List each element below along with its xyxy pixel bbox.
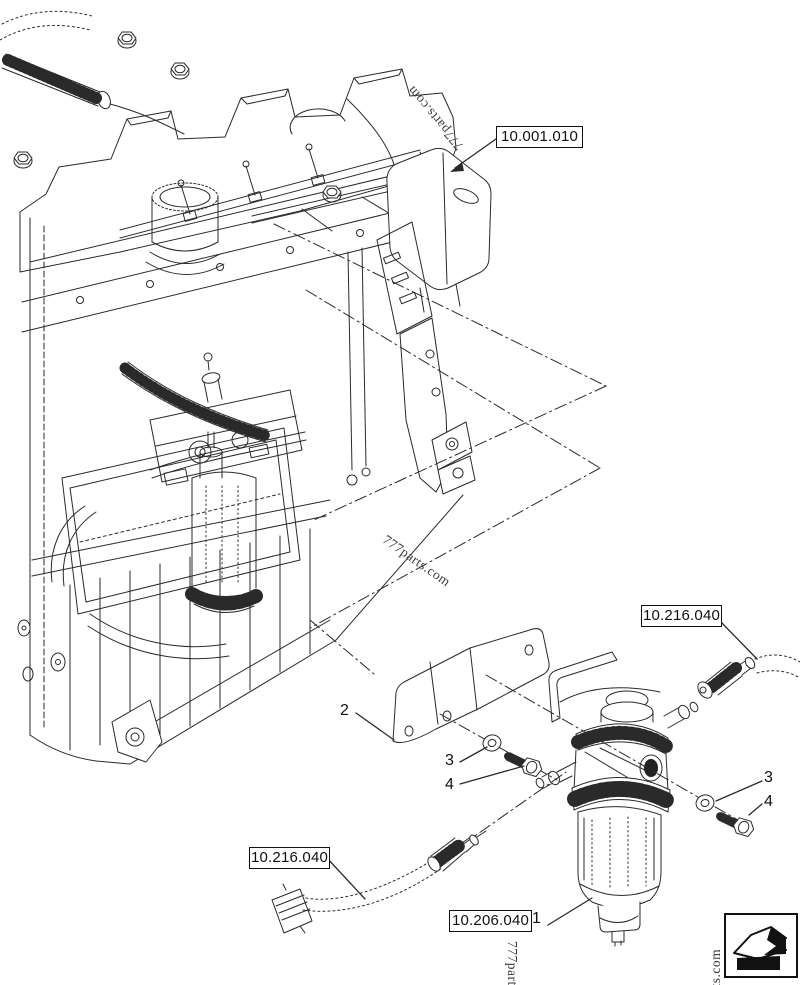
777parts-logo — [724, 913, 798, 978]
callout-4-left: 4 — [445, 776, 454, 793]
bracket-part-2 — [392, 628, 550, 743]
projection-centerlines — [273, 223, 607, 629]
ref-box-engine-section[interactable]: 10.001.010 — [496, 126, 583, 148]
leader-lines — [326, 138, 763, 926]
watermark-bottom-right: 777parts.com — [708, 949, 724, 985]
callout-4-right: 4 — [764, 793, 773, 810]
engine-line-art — [0, 10, 492, 765]
callout-3-right: 3 — [764, 769, 773, 786]
callout-3-left: 3 — [445, 752, 454, 769]
watermark-bottom-center: 777parts.com — [505, 941, 520, 985]
ref-box-fuel-line-left[interactable]: 10.216.040 — [249, 847, 330, 869]
callout-1: 1 — [532, 910, 541, 927]
777parts-logo-arrow-icon — [733, 926, 787, 970]
bolt-4-right — [717, 808, 757, 839]
fuel-line-left — [271, 830, 487, 934]
ref-box-fuel-filter[interactable]: 10.206.040 — [449, 910, 532, 932]
washer-3-right — [693, 792, 717, 814]
washer-3-left — [480, 732, 504, 754]
fuel-line-right — [697, 654, 800, 699]
fuel-filter-assembly — [535, 651, 699, 947]
ref-box-fuel-line-right[interactable]: 10.216.040 — [641, 605, 722, 627]
bolt-4-left — [505, 748, 545, 779]
callout-2: 2 — [340, 702, 349, 719]
